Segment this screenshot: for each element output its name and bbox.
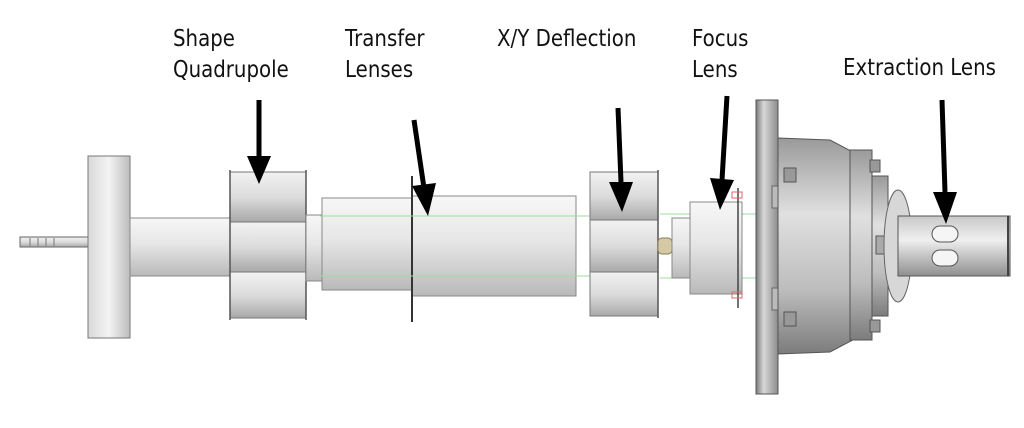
shape-quadrupole-label: Shape Quadrupole: [173, 24, 289, 86]
focus-lens-label-line2: Lens: [692, 57, 738, 83]
extraction-lens-tube: [897, 215, 1011, 277]
transfer-lenses: [305, 176, 577, 322]
xy-deflection-label: X/Y Deflection: [497, 24, 636, 55]
transfer-lenses-label: Transfer Lenses: [345, 24, 425, 86]
focus-lens: [671, 188, 743, 308]
focus-lens-arrow: [710, 95, 734, 210]
entrance-plate: [87, 155, 131, 339]
xy-deflection-label-line1: X/Y Deflection: [497, 26, 637, 52]
transfer-lenses-label-line2: Lenses: [345, 57, 414, 83]
entrance-pin: [19, 236, 89, 248]
shape-quadrupole-label-line2: Quadrupole: [173, 57, 289, 83]
focus-lens-label: Focus Lens: [692, 24, 748, 86]
shape-quadrupole: [229, 170, 307, 320]
extraction-body: [777, 137, 913, 355]
entrance-shaft: [129, 217, 231, 277]
extraction-lens-label: Extraction Lens: [843, 53, 996, 84]
transfer-lenses-arrow: [411, 119, 436, 216]
shape-quadrupole-arrow: [247, 100, 271, 184]
transfer-lenses-label-line1: Transfer: [345, 26, 425, 52]
extraction-lens-arrow: [933, 99, 957, 224]
xy-deflection: [589, 170, 673, 318]
focus-lens-label-line1: Focus: [692, 26, 749, 52]
extraction-lens-label-line1: Extraction Lens: [843, 55, 996, 81]
xy-deflection-arrow: [609, 107, 633, 212]
shape-quadrupole-label-line1: Shape: [173, 26, 235, 52]
